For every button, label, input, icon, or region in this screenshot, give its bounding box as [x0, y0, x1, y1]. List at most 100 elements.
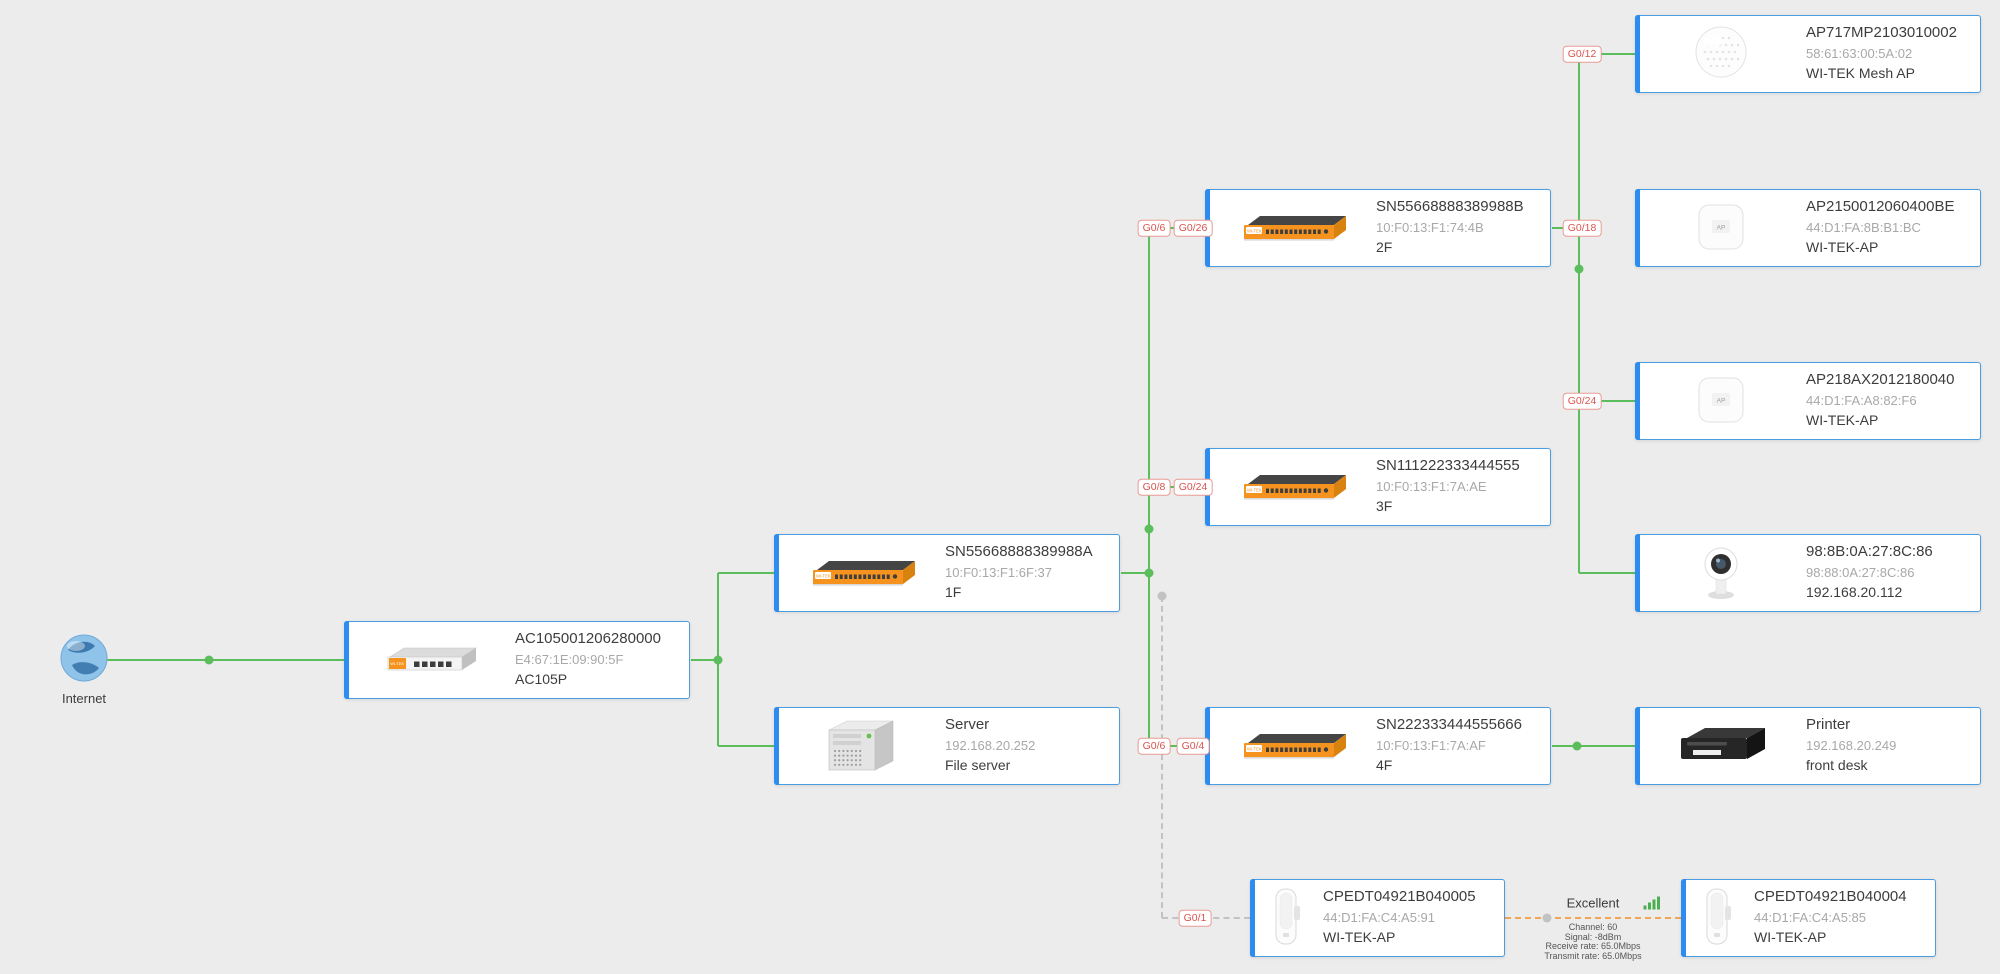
- topology-link-15: [1552, 745, 1635, 747]
- link-junction-dot: [1574, 264, 1584, 274]
- device-label: front desk: [1806, 757, 1868, 773]
- wireless-link-stat-line: Channel: 60: [1568, 922, 1618, 932]
- device-name: AP2150012060400BE: [1806, 198, 1955, 215]
- device-mac: 192.168.20.249: [1806, 738, 1897, 753]
- device-name: SN55668888389988B: [1376, 198, 1524, 215]
- internet-label: Internet: [61, 691, 107, 706]
- signal-strength-icon: [1643, 896, 1661, 916]
- camera-icon: [1646, 535, 1796, 611]
- device-name: CPEDT04921B040004: [1754, 888, 1907, 905]
- topology-link-12: [1579, 53, 1635, 55]
- device-label: WI-TEK-AP: [1754, 929, 1827, 945]
- wireless-link-stat-line: Transmit rate: 65.0Mbps: [1544, 950, 1642, 961]
- port-badge: G0/26: [1173, 219, 1213, 237]
- device-mac: 10:F0:13:F1:6F:37: [945, 565, 1052, 580]
- device-card-text: SN55668888389988B 10:F0:13:F1:74:4B 2F: [1376, 198, 1544, 255]
- device-name: AC105001206280000: [515, 630, 661, 647]
- topology-link-1: [691, 659, 718, 661]
- topology-link-4: [718, 745, 774, 747]
- card-accent-bar: [1635, 362, 1640, 440]
- mesh-ap-icon: [1646, 16, 1796, 92]
- switch-icon: WI-TEK: [785, 535, 935, 611]
- topology-link-13: [1579, 400, 1635, 402]
- device-label: 1F: [945, 584, 962, 600]
- device-mac: 192.168.20.252: [945, 738, 1036, 753]
- link-junction-dot: [1572, 741, 1582, 751]
- device-mac: 44:D1:FA:C4:A5:91: [1323, 910, 1436, 925]
- card-accent-bar: [1635, 15, 1640, 93]
- internet-node[interactable]: Internet: [44, 632, 124, 706]
- topology-link-16: [1161, 596, 1163, 918]
- device-label: 2F: [1376, 239, 1393, 255]
- ap-icon: AP: [1646, 190, 1796, 266]
- card-accent-bar: [1635, 534, 1640, 612]
- link-junction-dot: [1144, 568, 1154, 578]
- device-name: CPEDT04921B040005: [1323, 888, 1476, 905]
- link-junction-dot: [1144, 524, 1154, 534]
- card-accent-bar: [774, 707, 779, 785]
- device-mac: 10:F0:13:F1:7A:AE: [1376, 479, 1487, 494]
- switch-icon: WI-TEK: [1216, 449, 1366, 525]
- svg-text:WI-TEK: WI-TEK: [1247, 488, 1262, 493]
- device-label: 192.168.20.112: [1806, 584, 1903, 600]
- device-name: AP717MP2103010002: [1806, 24, 1957, 41]
- link-junction-dot: [204, 655, 214, 665]
- device-mac: 10:F0:13:F1:74:4B: [1376, 220, 1484, 235]
- port-badge: G0/24: [1562, 392, 1602, 410]
- topology-link-5: [1121, 572, 1149, 574]
- port-badge: G0/24: [1173, 478, 1213, 496]
- link-junction-dot: [1157, 591, 1167, 601]
- device-name: 98:8B:0A:27:8C:86: [1806, 543, 1933, 560]
- port-badge: G0/12: [1562, 45, 1602, 63]
- device-label: WI-TEK-AP: [1806, 412, 1879, 428]
- device-mac: 58:61:63:00:5A:02: [1806, 46, 1913, 61]
- device-mac: 44:D1:FA:A8:82:F6: [1806, 393, 1917, 408]
- device-name: Server: [945, 716, 990, 733]
- device-mac: 10:F0:13:F1:7A:AF: [1376, 738, 1486, 753]
- internet-globe-icon: [58, 634, 110, 688]
- card-accent-bar: [1681, 879, 1686, 957]
- device-name: AP218AX2012180040: [1806, 371, 1955, 388]
- switch-icon: WI-TEK: [1216, 190, 1366, 266]
- device-mac: E4:67:1E:09:90:5F: [515, 652, 624, 667]
- topology-link-11: [1578, 54, 1580, 573]
- topology-link-3: [718, 572, 774, 574]
- router-icon: WI-TEK: [355, 622, 505, 698]
- port-badge: G0/6: [1137, 737, 1171, 755]
- card-accent-bar: [774, 534, 779, 612]
- link-junction-dot: [713, 655, 723, 665]
- printer-icon: [1646, 708, 1796, 784]
- card-accent-bar: [344, 621, 349, 699]
- port-badge: G0/18: [1562, 219, 1602, 237]
- device-label: 3F: [1376, 498, 1393, 514]
- link-junction-dot: [1542, 913, 1552, 923]
- cpe-icon: [1688, 880, 1746, 956]
- device-card-switch-2f[interactable]: WI-TEK SN55668888389988B 10:F0:13:F1:74:4B…: [1205, 189, 1551, 267]
- device-mac: 98:88:0A:27:8C:86: [1806, 565, 1915, 580]
- device-card-camera[interactable]: 98:8B:0A:27:8C:86 98:88:0A:27:8C:86 192.16…: [1635, 534, 1981, 612]
- device-label: File server: [945, 757, 1011, 773]
- device-mac: 44:D1:FA:8B:B1:BC: [1806, 220, 1921, 235]
